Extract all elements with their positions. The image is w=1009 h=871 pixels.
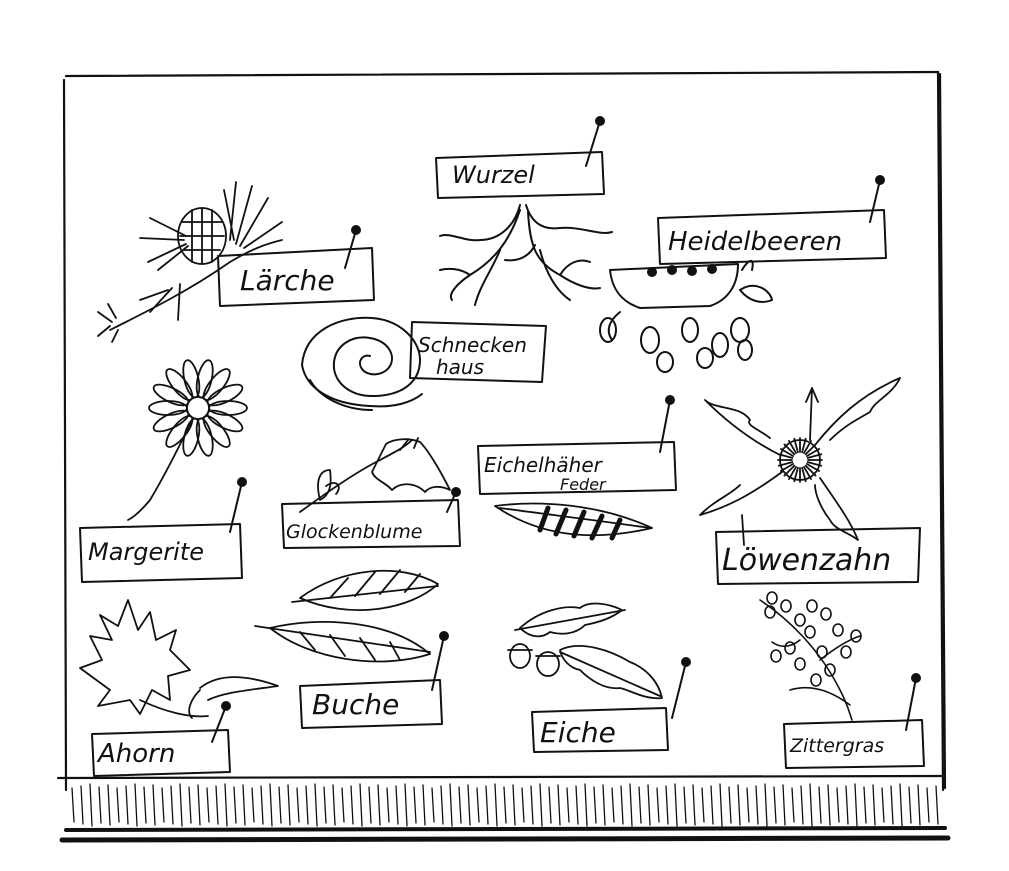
label-loewenzahn: Löwenzahn bbox=[722, 543, 891, 578]
dandelion-drawing bbox=[699, 377, 901, 546]
label-eichelhaeher-line2: Feder bbox=[560, 475, 607, 494]
maple-drawing bbox=[79, 599, 279, 719]
board-frame bbox=[62, 70, 947, 792]
larch-drawing bbox=[97, 181, 283, 343]
label-eichelhaeher-line1: Eichelhäher bbox=[484, 453, 604, 477]
beech-drawing bbox=[254, 569, 439, 663]
label-ahorn: Ahorn bbox=[96, 739, 175, 769]
label-texts: Wurzel Heidelbeeren Lärche Schnecken hau… bbox=[88, 161, 891, 769]
oak-drawing bbox=[507, 602, 663, 700]
label-zittergras: Zittergras bbox=[789, 735, 884, 757]
label-glockenblume: Glockenblume bbox=[286, 521, 422, 543]
label-laerche: Lärche bbox=[240, 264, 335, 297]
snail-shell-drawing bbox=[301, 316, 423, 411]
board-base bbox=[56, 774, 951, 843]
label-wurzel: Wurzel bbox=[452, 161, 535, 189]
label-boxes bbox=[79, 116, 925, 777]
blueberries-drawing bbox=[599, 260, 773, 373]
label-margerite: Margerite bbox=[88, 538, 204, 566]
label-buche: Buche bbox=[312, 688, 399, 721]
quaking-grass-drawing bbox=[759, 591, 862, 721]
label-eiche: Eiche bbox=[540, 716, 616, 749]
label-schneckenhaus-line1: Schnecken bbox=[418, 333, 527, 357]
root-drawing bbox=[439, 204, 613, 306]
jay-feather-drawing bbox=[494, 502, 653, 541]
daisy-drawing bbox=[127, 359, 248, 521]
bellflower-drawing bbox=[299, 437, 451, 513]
label-schneckenhaus-line2: haus bbox=[436, 355, 484, 379]
label-heidelbeeren: Heidelbeeren bbox=[668, 227, 842, 257]
